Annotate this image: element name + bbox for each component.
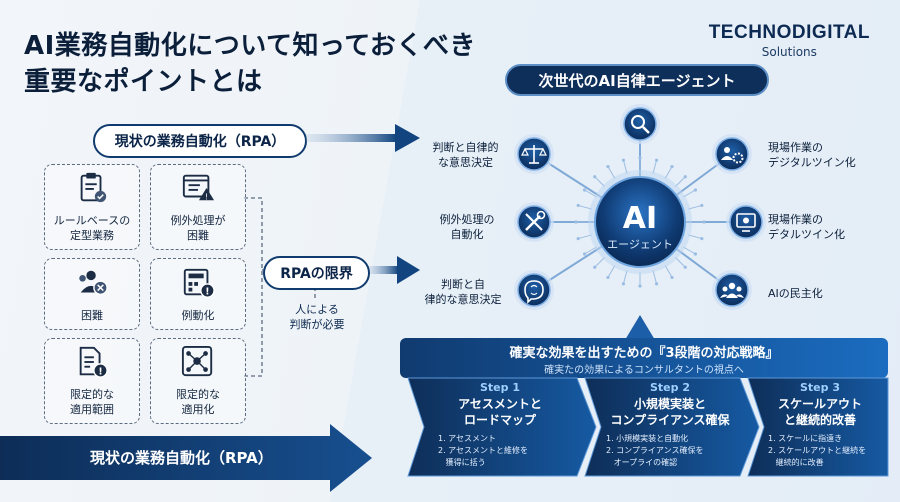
node-label-exception: 例外処理の 自動化 bbox=[439, 213, 495, 241]
step-1-label: Step 1 bbox=[480, 381, 520, 394]
brain-icon bbox=[514, 270, 554, 310]
brand-logo: TECHNODIGITAL Solutions bbox=[709, 22, 870, 59]
document-alert-icon: ! bbox=[75, 345, 109, 387]
next-gen-heading: 次世代のAI自律エージェント bbox=[505, 64, 769, 96]
brand-sub: Solutions bbox=[761, 45, 817, 59]
ai-core bbox=[588, 170, 692, 274]
rpa-card-label: ルールベースの 定型業務 bbox=[53, 214, 131, 242]
clipboard-check-icon bbox=[75, 171, 109, 213]
rpa-card-label: 困難 bbox=[81, 308, 103, 322]
strategy-subtitle: 確実たの効果によるコンサルタントの視点へ bbox=[544, 365, 744, 376]
group-icon bbox=[712, 270, 752, 310]
window-alert-icon: ! bbox=[181, 171, 215, 213]
step-3-bullet-1: 1. スケールに指遠き bbox=[768, 434, 843, 443]
ai-core-subtitle: エージェント bbox=[607, 238, 673, 251]
rpa-card-label: 限定的な 適用範囲 bbox=[70, 388, 114, 416]
current-rpa-label: 現状の業務自動化（RPA） bbox=[114, 134, 286, 150]
svg-text:!: ! bbox=[98, 366, 102, 377]
node-label-twin-1: 現場作業の デジタルツイン化 bbox=[768, 141, 856, 169]
strategy-title: 確実な効果を出すための『3段階の対応戦略』 bbox=[509, 346, 779, 361]
calculator-alert-icon: ! bbox=[181, 266, 215, 308]
node-label-autonomy: 判断と自 律的な意思決定 bbox=[424, 278, 502, 306]
page-title: AI業務自動化について知っておくべき 重要なポイントとは bbox=[24, 28, 476, 100]
tools-icon bbox=[514, 202, 554, 242]
user-error-icon bbox=[75, 266, 109, 308]
rpa-card-5: ! 限定的な 適用範囲 bbox=[44, 338, 140, 424]
title-line-2: 重要なポイントとは bbox=[24, 67, 263, 97]
human-judgement-note: 人による 判断が必要 bbox=[289, 303, 345, 331]
step-3-label: Step 3 bbox=[800, 381, 840, 394]
step-2-title: 小規模実装と コンプライアンス確保 bbox=[610, 397, 730, 427]
current-rpa-pill: 現状の業務自動化（RPA） bbox=[93, 124, 307, 158]
bottom-rpa-label: 現状の業務自動化（RPA） bbox=[90, 449, 273, 467]
rpa-limit-pill: RPAの限界 bbox=[263, 256, 370, 290]
step-1-bullet-1: 1. アセスメント bbox=[438, 434, 497, 443]
rpa-limit-label: RPAの限界 bbox=[280, 266, 353, 282]
rpa-card-3: 困難 bbox=[44, 258, 140, 330]
ai-core-title: AI bbox=[623, 201, 657, 236]
step-3-bullet-2: 2. スケールアウトと継続を 継続的に改善 bbox=[768, 446, 867, 467]
node-label-decision: 判断と自律的 な意思決定 bbox=[432, 141, 499, 169]
scale-icon bbox=[514, 134, 554, 174]
step-2-bullet-2: 2. コンプライアンス確保を オープライの確認 bbox=[606, 446, 704, 467]
step-1-title: アセスメントと ロードマップ bbox=[458, 397, 542, 427]
rpa-card-label: 限定的な 適用化 bbox=[176, 388, 220, 416]
rpa-card-label: 例動化 bbox=[181, 308, 215, 322]
node-label-twin-2: 現場作業の デタルツイン化 bbox=[768, 213, 845, 241]
title-line-1: AI業務自動化について知っておくべき bbox=[24, 31, 476, 61]
rpa-card-6: 限定的な 適用化 bbox=[150, 338, 246, 424]
step-3-title: スケールアウト と継続的改善 bbox=[777, 397, 862, 427]
brand-name: TECHNODIGITAL bbox=[708, 22, 870, 43]
step-2-label: Step 2 bbox=[650, 381, 690, 394]
svg-text:!: ! bbox=[205, 286, 209, 297]
next-gen-heading-label: 次世代のAI自律エージェント bbox=[538, 71, 736, 90]
people-gear-icon bbox=[712, 134, 752, 174]
rpa-card-label: 例外処理が 困難 bbox=[170, 214, 226, 242]
step-2-bullet-1: 1. 小規模実装と自動化 bbox=[606, 434, 689, 443]
step-1-bullet-2: 2. アセスメントと維修を 獲得に括う bbox=[438, 446, 529, 467]
rpa-card-4: ! 例動化 bbox=[150, 258, 246, 330]
svg-text:!: ! bbox=[205, 192, 208, 201]
network-icon bbox=[181, 345, 215, 387]
rpa-card-2: ! 例外処理が 困難 bbox=[150, 164, 246, 250]
search-icon bbox=[620, 104, 660, 144]
digital-twin-icon bbox=[726, 202, 766, 242]
rpa-card-1: ルールベースの 定型業務 bbox=[44, 164, 140, 250]
node-label-democratize: AIの民主化 bbox=[768, 287, 823, 300]
